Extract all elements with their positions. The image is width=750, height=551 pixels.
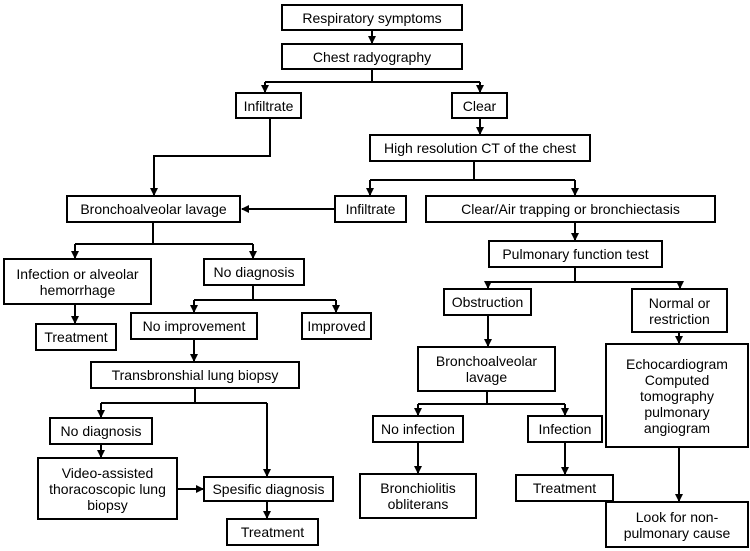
node-no-diagnosis-1: No diagnosis xyxy=(203,258,305,286)
node-bal-left: Bronchoalveolar lavage xyxy=(66,195,241,223)
node-specific-diagnosis: Spesific diagnosis xyxy=(203,476,334,502)
node-respiratory-symptoms: Respiratory symptoms xyxy=(281,4,463,31)
branch-bal-right xyxy=(418,392,565,405)
node-no-diagnosis-2: No diagnosis xyxy=(49,417,153,445)
node-obstruction: Obstruction xyxy=(443,288,532,316)
node-chest-radiography: Chest radyography xyxy=(281,43,463,70)
node-infiltrate-ct: Infiltrate xyxy=(334,195,407,223)
node-non-pulmonary-cause: Look for non- pulmonary cause xyxy=(605,501,749,548)
node-improved: Improved xyxy=(301,312,372,340)
node-clear-air-trapping: Clear/Air trapping or bronchiectasis xyxy=(425,195,716,223)
branch-tblb xyxy=(101,389,267,404)
branch-radiography xyxy=(265,70,480,83)
node-vats: Video-assisted thoracoscopic lung biopsy xyxy=(37,457,178,520)
node-infection-hemorrhage: Infection or alveolar hemorrhage xyxy=(3,258,152,305)
node-echo-ct: Echocardiogram Computed tomography pulmo… xyxy=(605,343,749,448)
node-normal-restriction: Normal or restriction xyxy=(631,288,728,333)
branch-hrct xyxy=(370,162,575,181)
branch-no-diagnosis-1 xyxy=(194,286,336,301)
node-pulmonary-function-test: Pulmonary function test xyxy=(488,240,663,268)
node-treatment-final: Treatment xyxy=(226,518,319,546)
branch-bal-left xyxy=(75,223,253,245)
node-bal-right: Bronchoalveolar lavage xyxy=(417,346,556,392)
node-infection: Infection xyxy=(527,415,603,443)
node-clear-xray: Clear xyxy=(451,92,508,119)
branch-pft xyxy=(488,268,680,283)
node-no-infection: No infection xyxy=(372,415,464,443)
node-hrct: High resolution CT of the chest xyxy=(369,134,591,162)
arrow-infiltrate-to-bal xyxy=(150,119,271,196)
node-bronchiolitis-obliterans: Bronchiolitis obliterans xyxy=(359,473,477,519)
node-no-improvement: No improvement xyxy=(130,312,258,340)
node-infiltrate-xray: Infiltrate xyxy=(235,92,302,119)
node-treatment-1: Treatment xyxy=(35,323,117,351)
node-treatment-infection: Treatment xyxy=(515,474,614,502)
node-transbronchial-biopsy: Transbronshial lung biopsy xyxy=(90,361,300,389)
